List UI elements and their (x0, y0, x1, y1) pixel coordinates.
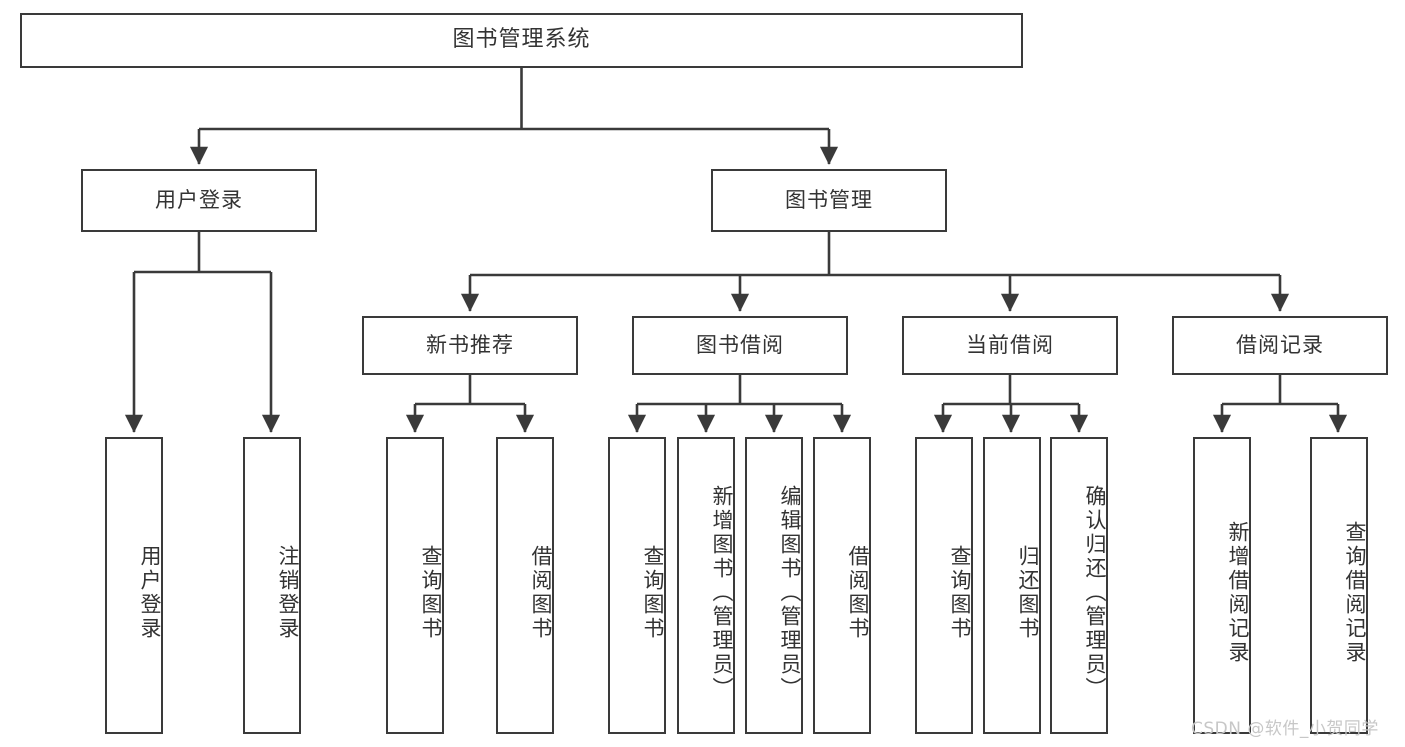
leaf-return-book[interactable]: 归还图书 (983, 437, 1041, 734)
leaf-query-book-recommendation[interactable]: 查询图书 (386, 437, 444, 734)
leaf-query-borrow-record[interactable]: 查询借阅记录 (1310, 437, 1368, 734)
node-book-management[interactable]: 图书管理 (711, 169, 947, 232)
leaf-logout[interactable]: 注销登录 (243, 437, 301, 734)
leaf-add-borrow-record[interactable]: 新增借阅记录 (1193, 437, 1251, 734)
leaf-confirm-return-admin[interactable]: 确认归还（管理员） (1050, 437, 1108, 734)
leaf-edit-book-admin[interactable]: 编辑图书（管理员） (745, 437, 803, 734)
watermark-csdn: CSDN @软件_小贺同学 (1191, 719, 1379, 739)
leaf-query-book-current[interactable]: 查询图书 (915, 437, 973, 734)
node-root-system[interactable]: 图书管理系统 (20, 13, 1023, 68)
node-user-login[interactable]: 用户登录 (81, 169, 317, 232)
leaf-add-book-admin[interactable]: 新增图书（管理员） (677, 437, 735, 734)
node-book-borrowing[interactable]: 图书借阅 (632, 316, 848, 375)
leaf-borrow-book-recommendation[interactable]: 借阅图书 (496, 437, 554, 734)
node-borrowing-records[interactable]: 借阅记录 (1172, 316, 1388, 375)
leaf-user-login[interactable]: 用户登录 (105, 437, 163, 734)
leaf-query-book-borrowing[interactable]: 查询图书 (608, 437, 666, 734)
node-current-borrowing[interactable]: 当前借阅 (902, 316, 1118, 375)
node-new-book-recommendation[interactable]: 新书推荐 (362, 316, 578, 375)
leaf-borrow-book-borrowing[interactable]: 借阅图书 (813, 437, 871, 734)
